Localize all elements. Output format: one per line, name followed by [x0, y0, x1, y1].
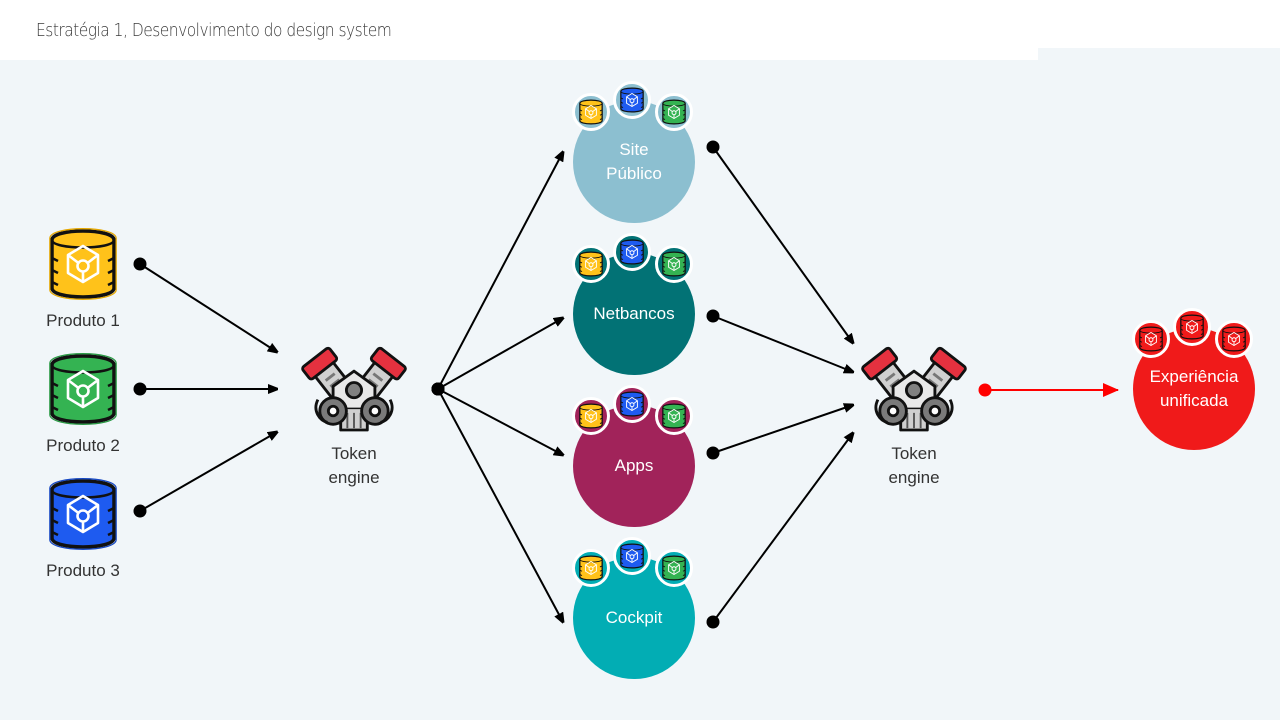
token-engine-1-label-line1: Token [331, 444, 376, 463]
token-badge [572, 397, 610, 435]
connector-engine-1-to-channel-2 [431, 318, 564, 396]
token-engine-2-label-line2: engine [888, 468, 939, 487]
connector-dot [706, 446, 720, 460]
product-2 [49, 353, 117, 425]
database-cube-icon [50, 229, 116, 299]
connector-channel-2-to-engine-2 [706, 309, 854, 373]
database-cube-icon [579, 555, 603, 581]
database-cube-icon [1139, 326, 1163, 352]
token-badge [613, 233, 651, 271]
connector-dot [133, 382, 147, 396]
channel-circle [573, 101, 695, 223]
channel-label: Cockpit [606, 608, 663, 627]
token-engine-2-label-line1: Token [891, 444, 936, 463]
database-cube-icon [620, 87, 644, 113]
connector-dot [706, 140, 720, 154]
channel-cockpit: Cockpit [572, 537, 695, 679]
connector-product-2-to-engine-1 [133, 382, 278, 396]
channel-netbancos: Netbancos [572, 233, 695, 375]
token-badge [655, 549, 693, 587]
token-badge [613, 537, 651, 575]
product-3-label: Produto 3 [46, 561, 120, 580]
database-cube-icon [1180, 314, 1204, 340]
connector-engine-1-to-channel-1 [431, 152, 564, 396]
connector-channel-1-to-engine-2 [706, 140, 854, 344]
database-cube-icon [579, 251, 603, 277]
connector-product-3-to-engine-1 [133, 432, 278, 518]
token-badge [1132, 320, 1170, 358]
connector-dot [133, 504, 147, 518]
database-cube-icon [662, 403, 686, 429]
database-cube-icon [1222, 326, 1246, 352]
connector-engine-1-to-channel-3 [431, 382, 564, 456]
database-cube-icon [50, 479, 116, 549]
channel-label: Apps [615, 456, 654, 475]
engine-icon [300, 345, 408, 432]
token-badge [572, 93, 610, 131]
database-cube-icon [662, 99, 686, 125]
connectors [133, 140, 1119, 629]
token-badge [655, 93, 693, 131]
diagram-background-tab [1038, 48, 1280, 60]
token-badge [1173, 308, 1211, 346]
token-badge [1215, 320, 1253, 358]
connector-dot [133, 257, 147, 271]
connector-dot [706, 615, 720, 629]
token-badge [655, 245, 693, 283]
connector-channel-4-to-engine-2 [706, 433, 854, 629]
connector-engine-1-to-channel-4 [431, 382, 564, 623]
page-title: Estratégia 1, Desenvolvimento do design … [36, 20, 392, 41]
product-2-label: Produto 2 [46, 436, 120, 455]
output-unified-experience: Experiência unificada [1132, 308, 1255, 450]
connector-engine-2-to-output [978, 383, 1119, 397]
token-badge [655, 397, 693, 435]
channel-circle [573, 557, 695, 679]
database-cube-icon [620, 543, 644, 569]
token-badge [613, 81, 651, 119]
connector-dot [706, 309, 720, 323]
output-circle [1133, 328, 1255, 450]
database-cube-icon [579, 99, 603, 125]
database-cube-icon [662, 251, 686, 277]
channel-apps: Apps [572, 385, 695, 527]
token-badge [572, 245, 610, 283]
product-1-label: Produto 1 [46, 311, 120, 330]
database-cube-icon [620, 239, 644, 265]
database-cube-icon [620, 391, 644, 417]
connector-dot [431, 382, 445, 396]
output-label-line2: unificada [1160, 391, 1229, 410]
token-badge [572, 549, 610, 587]
product-1 [49, 228, 117, 300]
database-cube-icon [50, 354, 116, 424]
connector-channel-3-to-engine-2 [706, 405, 854, 460]
connector-product-1-to-engine-1 [133, 257, 278, 353]
channel-label-line2: Público [606, 164, 662, 183]
channel-label: Netbancos [593, 304, 674, 323]
database-cube-icon [662, 555, 686, 581]
output-label-line1: Experiência [1150, 367, 1239, 386]
channel-circle [573, 405, 695, 527]
channel-circle [573, 253, 695, 375]
connector-dot [978, 383, 992, 397]
token-engine-1-label-line2: engine [328, 468, 379, 487]
product-3 [49, 478, 117, 550]
channel-label-line1: Site [619, 140, 648, 159]
token-badge [613, 385, 651, 423]
database-cube-icon [579, 403, 603, 429]
token-engine-2 [860, 345, 968, 432]
token-engine-1 [300, 345, 408, 432]
engine-icon [860, 345, 968, 432]
